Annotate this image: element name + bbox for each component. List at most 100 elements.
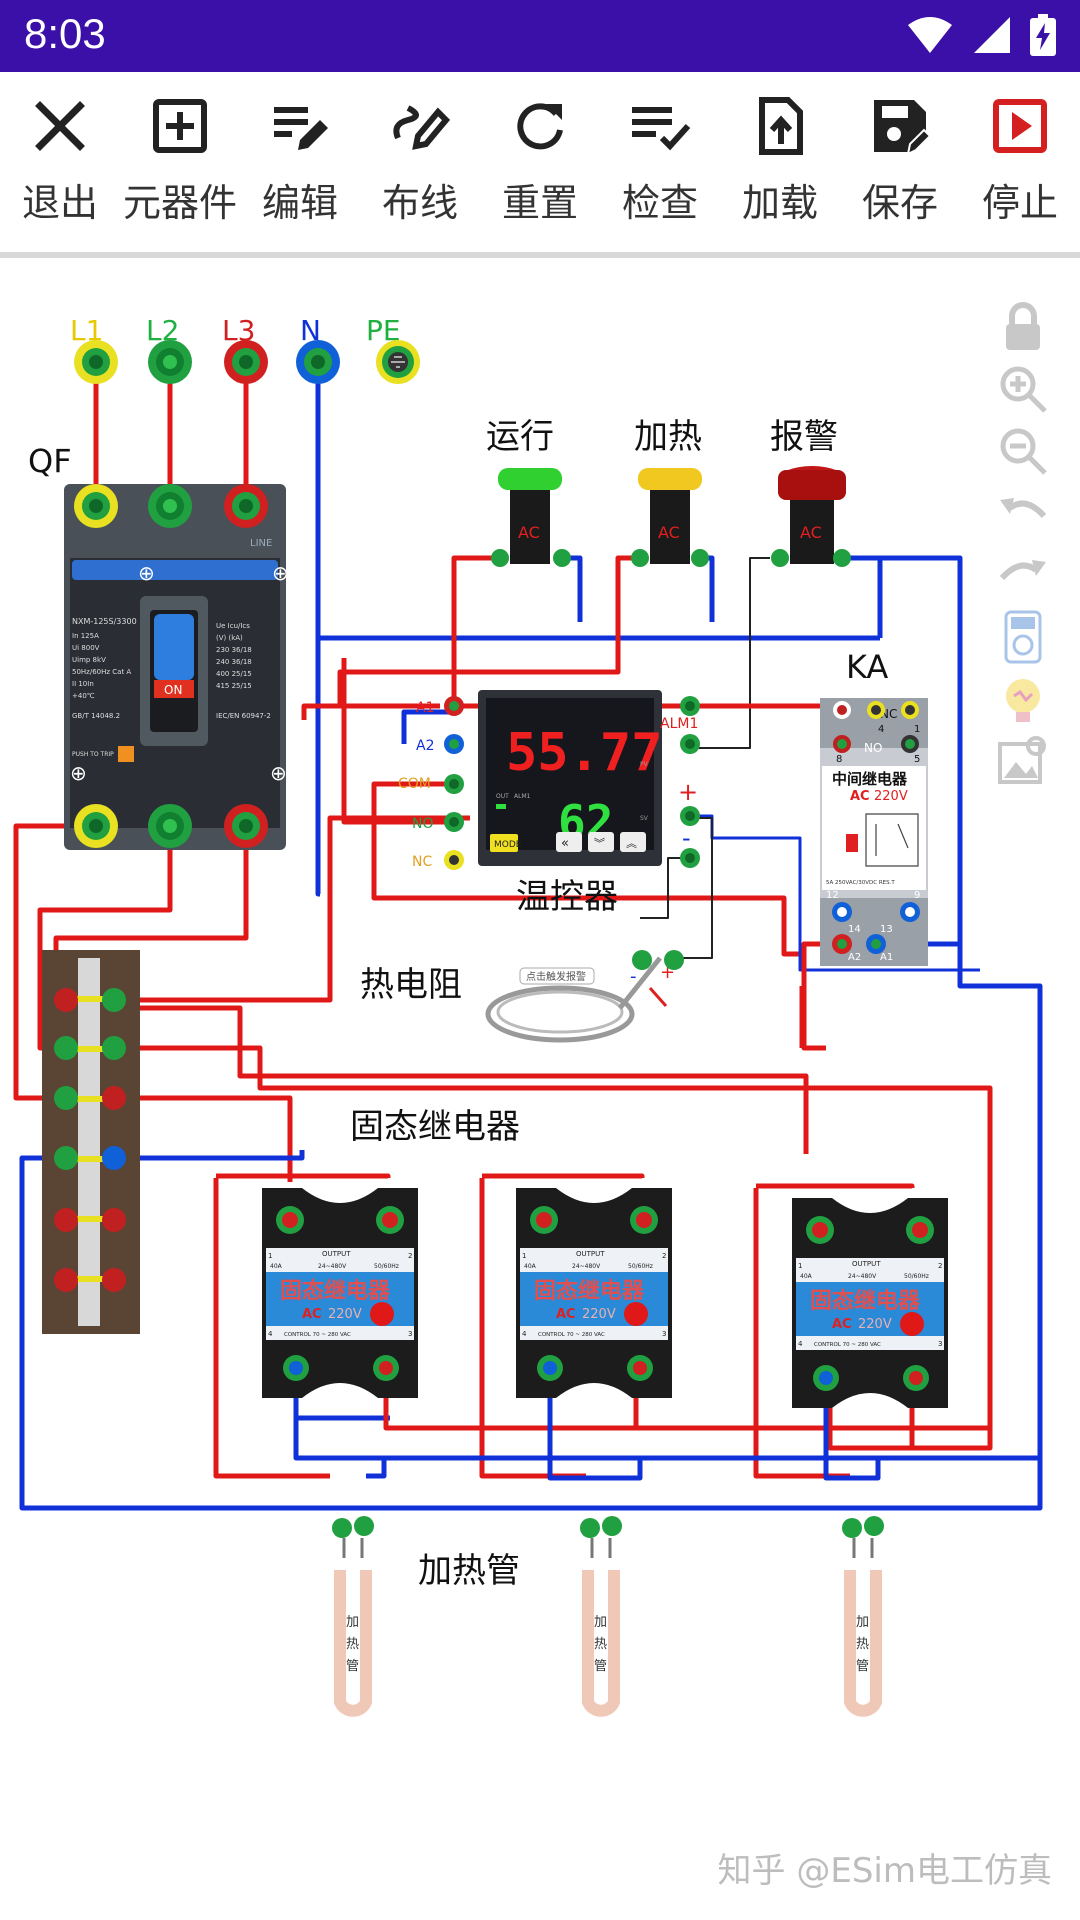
save-label: 保存: [861, 181, 938, 225]
edit-button[interactable]: 编辑: [240, 72, 360, 252]
controller-down-button[interactable]: [588, 832, 614, 852]
reset-button[interactable]: 重置: [480, 72, 600, 252]
controller-a2-terminal[interactable]: [444, 734, 464, 754]
exit-button[interactable]: 退出: [0, 72, 120, 252]
ssr-2[interactable]: 1 2 OUTPUT 40A 24~480V 50/60Hz 固态继电器 AC …: [516, 1188, 672, 1398]
wiring-button[interactable]: 布线: [360, 72, 480, 252]
qf-out-l3[interactable]: [224, 804, 268, 848]
temperature-controller[interactable]: 55.77 62 PV SV OUT ALM1 MODE « ︾ ︽ A1 A2…: [398, 690, 700, 917]
terminal-block-left[interactable]: [54, 988, 78, 1292]
qf-cat: 50Hz/60Hz Cat A: [72, 668, 131, 676]
zoom-in-icon[interactable]: [996, 362, 1050, 416]
l3-terminal[interactable]: [224, 340, 268, 384]
lock-icon[interactable]: [996, 300, 1050, 354]
heater-3[interactable]: 加 热 管: [842, 1516, 884, 1717]
qf-push: PUSH TO TRIP: [72, 751, 114, 758]
ka-a2-terminal[interactable]: [832, 934, 852, 954]
terminal-block-right[interactable]: [102, 988, 126, 1292]
heater-1-char-2: 热: [346, 1637, 359, 1652]
qf-handle[interactable]: [154, 614, 194, 680]
ssr-range: 24~480V: [318, 1263, 347, 1270]
controller-up-button[interactable]: [620, 832, 646, 852]
heater-1-char-3: 管: [346, 1659, 359, 1674]
ssr-2-out1-terminal[interactable]: [530, 1206, 558, 1234]
qf-in-l2[interactable]: [148, 484, 192, 528]
ka-top-left-terminal[interactable]: [833, 701, 851, 719]
qf-out-l1[interactable]: [74, 804, 118, 848]
controller-nc-terminal[interactable]: [444, 850, 464, 870]
qf-in-l1[interactable]: [74, 484, 118, 528]
ka-12-terminal[interactable]: [832, 902, 852, 922]
ssr-voltage: 220V: [328, 1307, 362, 1322]
qf-out-l2[interactable]: [148, 804, 192, 848]
ssr-1-ctrl4-terminal[interactable]: [283, 1355, 309, 1381]
ssr-3-ctrl4-terminal[interactable]: [813, 1365, 839, 1391]
heater-2-char-1: 加: [594, 1615, 607, 1630]
ssr-2-out2-terminal[interactable]: [630, 1206, 658, 1234]
lamp-alarm[interactable]: 报警 AC: [770, 417, 851, 567]
l2-terminal[interactable]: [148, 340, 192, 384]
ka-a1-terminal[interactable]: [866, 934, 886, 954]
ssr-t1: 1: [798, 1262, 802, 1270]
check-button[interactable]: 检查: [600, 72, 720, 252]
ssr-t3: 3: [938, 1340, 942, 1348]
ssr-amp: 40A: [800, 1273, 813, 1280]
circuit-breaker-qf[interactable]: QF LINE NXM-125S/3300 In 125A Ui 800V Ui…: [28, 442, 289, 850]
controller-alm-top-terminal[interactable]: [680, 696, 700, 716]
ssr-3-out2-terminal[interactable]: [906, 1216, 934, 1244]
undo-icon[interactable]: [996, 486, 1050, 540]
image-icon[interactable]: [996, 734, 1050, 788]
controller-pv-tag: PV: [640, 761, 649, 768]
ka-8-terminal[interactable]: [833, 735, 851, 753]
ssr-3-ctrl3-terminal[interactable]: [903, 1365, 929, 1391]
controller-left-button[interactable]: [556, 832, 582, 852]
stop-button[interactable]: 停止: [960, 72, 1080, 252]
ka-nc1-terminal[interactable]: [901, 701, 919, 719]
ssr-group-label: 固态继电器: [350, 1107, 520, 1147]
refresh-icon: [517, 103, 563, 150]
controller-mode-button[interactable]: [490, 834, 518, 852]
heater-2[interactable]: 加 热 管: [580, 1516, 622, 1717]
schematic-canvas[interactable]: L1 L2 L3 N PE QF LINE NXM-125S/3300 In 1…: [0, 258, 1080, 1920]
ssr-3-out1-terminal[interactable]: [806, 1216, 834, 1244]
hint-bulb-icon[interactable]: [996, 672, 1050, 726]
components-button[interactable]: 元器件: [120, 72, 240, 252]
ka-nc4-terminal[interactable]: [867, 701, 885, 719]
heater-1[interactable]: 加 热 管: [332, 1516, 374, 1717]
ssr-1[interactable]: 1 2 OUTPUT 40A 24~480V 50/60Hz 固态继电器 AC …: [262, 1188, 418, 1398]
ssr-2-ctrl3-terminal[interactable]: [627, 1355, 653, 1381]
load-button[interactable]: 加载: [720, 72, 840, 252]
ssr-t4: 4: [522, 1330, 527, 1338]
save-button[interactable]: 保存: [840, 72, 960, 252]
ka-9-terminal[interactable]: [900, 902, 920, 922]
controller-com-terminal[interactable]: [444, 774, 464, 794]
ssr-3[interactable]: 1 2 OUTPUT 40A 24~480V 50/60Hz 固态继电器 AC …: [792, 1198, 948, 1408]
ka-ac: AC: [850, 789, 870, 804]
qf-trip-button[interactable]: [118, 746, 134, 762]
ka-title: 中间继电器: [832, 770, 908, 788]
terminal-block[interactable]: [42, 950, 140, 1334]
ssr-range: 24~480V: [572, 1263, 601, 1270]
pe-terminal[interactable]: [376, 340, 420, 384]
qf-in-l3[interactable]: [224, 484, 268, 528]
controller-minus-terminal[interactable]: [680, 848, 700, 868]
thermistor-rtd[interactable]: 热电阻 点击触发报警 - +: [360, 950, 684, 1043]
multimeter-icon[interactable]: [996, 610, 1050, 664]
controller-plus-terminal[interactable]: [680, 806, 700, 826]
controller-a1-terminal[interactable]: [444, 696, 464, 716]
controller-alm1-terminal[interactable]: [680, 734, 700, 754]
ssr-1-out2-terminal[interactable]: [376, 1206, 404, 1234]
redo-icon[interactable]: [996, 548, 1050, 602]
zoom-out-icon[interactable]: [996, 424, 1050, 478]
intermediate-relay-ka[interactable]: KA 中间继电器 AC 220V 5A 250VAC/30VDC RES.T N…: [820, 648, 928, 966]
lamp-heat[interactable]: 加热 AC: [631, 417, 709, 567]
ssr-2-ctrl4-terminal[interactable]: [537, 1355, 563, 1381]
controller-no-terminal[interactable]: [444, 812, 464, 832]
ssr-1-ctrl3-terminal[interactable]: [373, 1355, 399, 1381]
ssr-1-out1-terminal[interactable]: [276, 1206, 304, 1234]
lamp-run[interactable]: 运行 AC: [486, 417, 571, 567]
thermistor-tag[interactable]: 点击触发报警: [526, 970, 586, 983]
l1-terminal[interactable]: [74, 340, 118, 384]
n-terminal[interactable]: [296, 340, 340, 384]
ka-5-terminal[interactable]: [901, 735, 919, 753]
